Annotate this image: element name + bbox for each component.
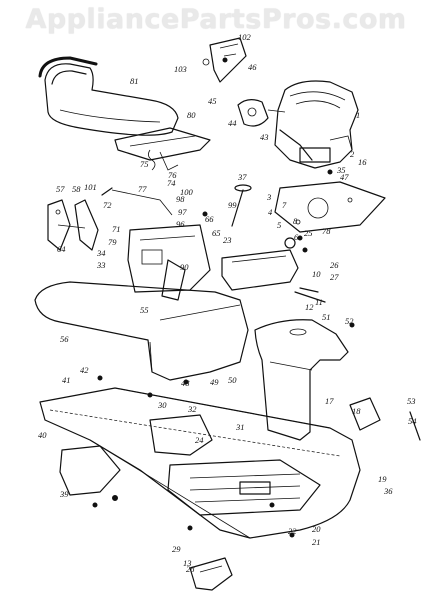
- front-bracket[interactable]: [189, 557, 233, 591]
- part-label-77[interactable]: 77: [138, 184, 147, 194]
- part-label-16[interactable]: 16: [358, 157, 367, 167]
- part-label-3[interactable]: 3: [266, 192, 271, 202]
- part-label-31[interactable]: 31: [235, 422, 245, 432]
- part-label-28[interactable]: 28: [186, 564, 195, 574]
- part-label-5[interactable]: 5: [277, 220, 281, 230]
- part-label-22[interactable]: 22: [288, 526, 297, 536]
- part-label-25[interactable]: 25: [304, 228, 313, 238]
- part-label-43[interactable]: 43: [260, 132, 269, 142]
- part-label-51[interactable]: 51: [322, 312, 331, 322]
- brake-pedal[interactable]: [47, 199, 99, 251]
- part-label-78[interactable]: 78: [322, 226, 331, 236]
- fuel-tank[interactable]: [221, 237, 299, 291]
- deflector[interactable]: [349, 397, 421, 441]
- part-label-103[interactable]: 103: [174, 64, 187, 74]
- part-label-102[interactable]: 102: [238, 32, 252, 42]
- part-label-54[interactable]: 54: [408, 416, 417, 426]
- part-label-40[interactable]: 40: [38, 430, 47, 440]
- part-label-98[interactable]: 98: [176, 194, 185, 204]
- part-label-75[interactable]: 75: [140, 159, 149, 169]
- part-label-50[interactable]: 50: [228, 375, 237, 385]
- seat-bracket[interactable]: [114, 127, 211, 171]
- part-label-45[interactable]: 45: [208, 96, 217, 106]
- fasteners: [92, 57, 355, 538]
- part-label-99[interactable]: 99: [228, 200, 237, 210]
- part-label-79[interactable]: 79: [108, 237, 117, 247]
- throttle-control[interactable]: [202, 37, 247, 83]
- part-label-47[interactable]: 47: [340, 172, 349, 182]
- part-label-23[interactable]: 23: [223, 235, 232, 245]
- part-label-30[interactable]: 30: [157, 400, 167, 410]
- part-label-101[interactable]: 101: [84, 182, 97, 192]
- part-label-52[interactable]: 52: [345, 316, 354, 326]
- part-label-39[interactable]: 39: [59, 489, 69, 499]
- seat-spring[interactable]: [148, 149, 156, 171]
- part-label-21[interactable]: 21: [312, 537, 321, 547]
- part-label-18[interactable]: 18: [352, 406, 361, 416]
- rear-fender[interactable]: [254, 319, 349, 441]
- part-label-36[interactable]: 36: [383, 486, 393, 496]
- part-label-41[interactable]: 41: [62, 375, 71, 385]
- part-label-19[interactable]: 19: [378, 474, 387, 484]
- part-label-1[interactable]: 1: [356, 110, 360, 120]
- part-label-8[interactable]: 8: [293, 216, 298, 226]
- part-label-27[interactable]: 27: [330, 272, 339, 282]
- part-label-13[interactable]: 13: [183, 558, 192, 568]
- footrest[interactable]: [59, 414, 213, 496]
- part-label-64[interactable]: 64: [57, 244, 66, 254]
- dash-panel[interactable]: [101, 187, 211, 301]
- part-label-37[interactable]: 37: [237, 172, 247, 182]
- part-label-7[interactable]: 7: [282, 200, 287, 210]
- engine[interactable]: [274, 80, 359, 169]
- part-label-48[interactable]: 48: [181, 378, 190, 388]
- part-label-72[interactable]: 72: [103, 200, 112, 210]
- part-label-6[interactable]: 6: [294, 232, 299, 242]
- part-label-100[interactable]: 100: [180, 187, 194, 197]
- part-label-46[interactable]: 46: [248, 62, 257, 72]
- part-label-57[interactable]: 57: [56, 184, 65, 194]
- part-label-33[interactable]: 33: [96, 260, 106, 270]
- steering-post[interactable]: [231, 184, 252, 227]
- part-label-71[interactable]: 71: [112, 224, 121, 234]
- seat[interactable]: [38, 56, 179, 136]
- part-label-56[interactable]: 56: [60, 334, 69, 344]
- ignition-switch[interactable]: [237, 99, 286, 127]
- part-label-81[interactable]: 81: [130, 76, 139, 86]
- part-label-76[interactable]: 76: [168, 170, 177, 180]
- part-label-44[interactable]: 44: [228, 118, 237, 128]
- part-label-90[interactable]: 90: [180, 262, 189, 272]
- part-labels: 1234567810111213161718192021222324252627…: [38, 32, 417, 574]
- part-label-32[interactable]: 32: [187, 404, 197, 414]
- engine-mounting-plate[interactable]: [274, 181, 386, 233]
- part-label-2[interactable]: 2: [350, 149, 355, 159]
- part-label-12[interactable]: 12: [305, 302, 314, 312]
- part-label-96[interactable]: 96: [176, 219, 185, 229]
- part-label-10[interactable]: 10: [312, 269, 321, 279]
- part-label-35[interactable]: 35: [336, 165, 346, 175]
- part-label-20[interactable]: 20: [312, 524, 321, 534]
- part-label-55[interactable]: 55: [140, 305, 149, 315]
- part-label-66[interactable]: 66: [205, 214, 214, 224]
- part-label-53[interactable]: 53: [407, 396, 416, 406]
- part-label-34[interactable]: 34: [96, 248, 106, 258]
- part-label-42[interactable]: 42: [80, 365, 89, 375]
- part-label-80[interactable]: 80: [187, 110, 196, 120]
- floor-plate[interactable]: [167, 459, 321, 516]
- part-label-17[interactable]: 17: [325, 396, 334, 406]
- part-label-24[interactable]: 24: [195, 435, 204, 445]
- part-label-97[interactable]: 97: [178, 207, 187, 217]
- part-label-74[interactable]: 74: [167, 178, 176, 188]
- part-label-58[interactable]: 58: [72, 184, 81, 194]
- part-label-26[interactable]: 26: [330, 260, 339, 270]
- hood[interactable]: [34, 281, 249, 381]
- part-label-4[interactable]: 4: [268, 207, 273, 217]
- part-label-49[interactable]: 49: [210, 377, 219, 387]
- part-label-29[interactable]: 29: [172, 544, 181, 554]
- part-label-65[interactable]: 65: [212, 228, 221, 238]
- cable[interactable]: [294, 287, 326, 303]
- part-label-11[interactable]: 11: [315, 297, 323, 307]
